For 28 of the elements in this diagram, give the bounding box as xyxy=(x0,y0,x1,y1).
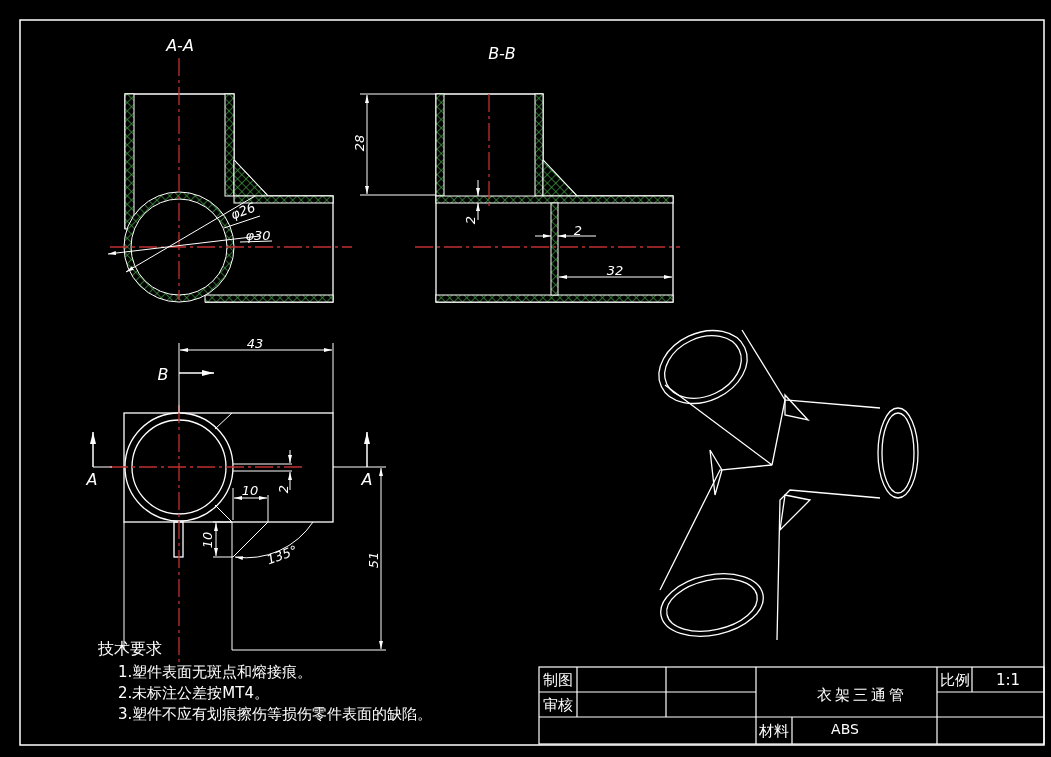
title-block-text: 审核 xyxy=(543,697,573,713)
dimension-value: 2 xyxy=(573,223,583,237)
dimension-value: 2 xyxy=(276,484,290,494)
dimension-value: 43 xyxy=(246,336,264,350)
title-block-text: 材料 xyxy=(759,723,789,739)
title-block-text: 衣架三通管 xyxy=(817,687,907,703)
section-label: B xyxy=(157,367,169,383)
dimension-value: 28 xyxy=(352,134,366,152)
heading-text: 技术要求 xyxy=(98,641,162,657)
title-block-text: 比例 xyxy=(940,672,970,688)
section-label: A xyxy=(361,472,373,488)
section-label: A xyxy=(86,472,98,488)
section-label: A-A xyxy=(166,38,194,54)
dimension-value: 135° xyxy=(265,543,299,567)
note-text: 2.未标注公差按MT4。 xyxy=(118,685,269,701)
note-text: 3.塑件不应有划痕擦伤等损伤零件表面的缺陷。 xyxy=(118,706,433,722)
dimension-value: 51 xyxy=(366,551,380,569)
dimension-value: 32 xyxy=(606,263,624,277)
note-text: 1.塑件表面无斑点和熔接痕。 xyxy=(118,664,313,680)
title-block-text: 1:1 xyxy=(995,672,1021,688)
dimension-value: 10 xyxy=(241,483,259,497)
title-block-text: ABS xyxy=(831,722,859,736)
section-label: B-B xyxy=(488,46,516,62)
dimension-value: φ30 xyxy=(245,228,271,242)
dimension-value: 10 xyxy=(200,531,214,549)
dimension-value: 2 xyxy=(463,215,477,225)
title-block-text: 制图 xyxy=(543,672,573,688)
dimension-value: φ26 xyxy=(228,200,258,222)
